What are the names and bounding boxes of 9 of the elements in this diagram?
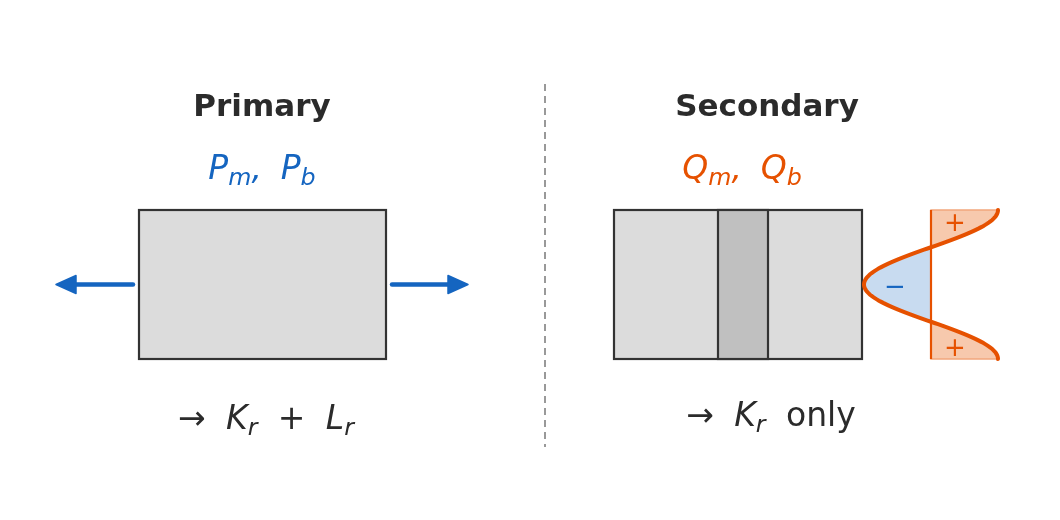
panel-heading: Secondary [675,89,859,121]
result-text: → K$_{r}$ + L$_{r}$ [178,400,354,434]
sign-label: − [884,275,906,297]
result-text: → K$_{r}$ only [686,397,856,431]
load-symbols: P$_{m}$, P$_{b}$ [208,150,316,184]
load-symbols: Q$_{m}$, Q$_{b}$ [682,150,802,184]
sign-label: + [944,211,966,233]
panel-heading: Primary [193,89,331,121]
sign-label: + [944,336,966,358]
